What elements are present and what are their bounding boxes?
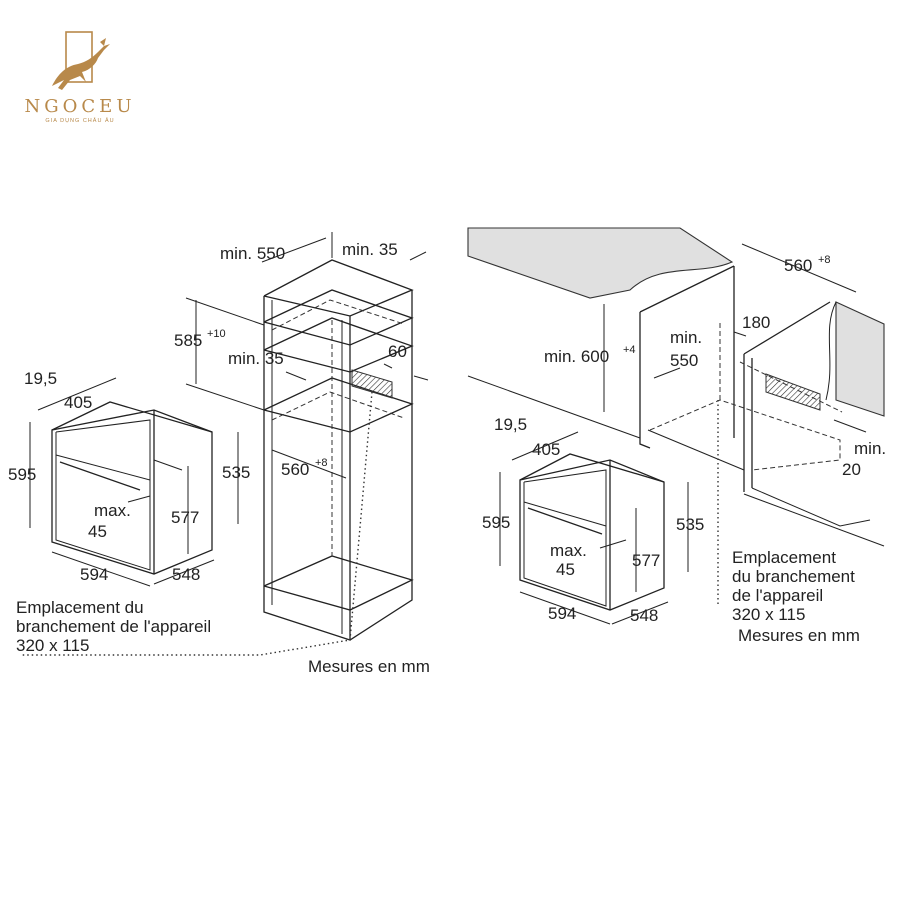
left-width-594-label: 594 [80, 565, 108, 584]
right-width-594-label: 594 [548, 604, 576, 623]
right-countertop-drawing [467, 227, 885, 605]
left-height-595-label: 595 [8, 465, 36, 484]
right-height-577-label: 577 [632, 551, 660, 570]
left-depth-19-5-label: 19,5 [24, 369, 57, 388]
right-note-line-3: de l'appareil [732, 586, 823, 605]
right-min-label: min. [670, 328, 702, 347]
right-min-20-label: 20 [842, 460, 861, 479]
right-depth-19-5-label: 19,5 [494, 415, 527, 434]
left-oven-drawing [51, 401, 213, 575]
right-oven-drawing [519, 453, 665, 611]
right-min-20-prefix: min. [854, 439, 886, 458]
brand-name: NGOCEU [25, 96, 136, 117]
right-depth-548-label: 548 [630, 606, 658, 625]
right-niche-560-tolerance: +8 [818, 254, 831, 266]
right-niche-dimensions: 560 +8 min. 600 +4 min. 550 180 min. 20 [544, 243, 886, 479]
right-max-label: max. [550, 541, 587, 560]
height-585-label: 585 [174, 331, 202, 350]
brand-tagline: GIA DỤNG CHÂU ÂU [45, 117, 114, 124]
right-note-line-2: du branchement [732, 567, 855, 586]
right-min-600-tolerance: +4 [623, 344, 636, 356]
niche-560-label: 560 [281, 460, 309, 479]
left-max-45-label: 45 [88, 522, 107, 541]
right-note-line-1: Emplacement [732, 548, 836, 567]
right-connection-note: Emplacement du branchement de l'appareil… [732, 548, 855, 624]
left-max-label: max. [94, 501, 131, 520]
right-depth-405-label: 405 [532, 440, 560, 459]
min-550-label: min. 550 [220, 244, 285, 263]
right-gap-180-label: 180 [742, 313, 770, 332]
left-cabinet-dimensions: min. 550 min. 35 585 +10 min. 35 60 560 … [174, 232, 429, 479]
left-height-535-label: 535 [222, 463, 250, 482]
left-cabinet-drawing [20, 259, 414, 656]
right-min-600-label: min. 600 [544, 347, 609, 366]
left-note-line-1: Emplacement du [16, 598, 144, 617]
right-height-595-label: 595 [482, 513, 510, 532]
left-depth-405-label: 405 [64, 393, 92, 412]
left-oven-dimensions: 19,5 405 595 max. 45 577 535 594 548 [8, 369, 250, 587]
niche-560-tolerance: +8 [315, 457, 328, 469]
vent-min-35-label: min. 35 [228, 349, 284, 368]
right-min-550-label: 550 [670, 351, 698, 370]
left-depth-548-label: 548 [172, 565, 200, 584]
right-niche-560-label: 560 [784, 256, 812, 275]
left-units-label: Mesures en mm [308, 657, 430, 676]
min-35-top-label: min. 35 [342, 240, 398, 259]
deer-logo-icon [52, 31, 110, 90]
vent-60-label: 60 [388, 342, 407, 361]
right-oven-dimensions: 19,5 405 595 max. 45 577 535 594 548 [482, 415, 704, 625]
right-height-535-label: 535 [676, 515, 704, 534]
brand-logo: NGOCEU GIA DỤNG CHÂU ÂU [25, 31, 136, 124]
right-max-45-label: 45 [556, 560, 575, 579]
right-note-line-4: 320 x 115 [732, 605, 805, 624]
left-note-line-2: branchement de l'appareil [16, 617, 211, 636]
left-height-577-label: 577 [171, 508, 199, 527]
height-585-tolerance: +10 [207, 328, 226, 340]
left-note-line-3: 320 x 115 [16, 636, 89, 655]
left-connection-note: Emplacement du branchement de l'appareil… [16, 598, 211, 655]
right-units-label: Mesures en mm [738, 626, 860, 645]
